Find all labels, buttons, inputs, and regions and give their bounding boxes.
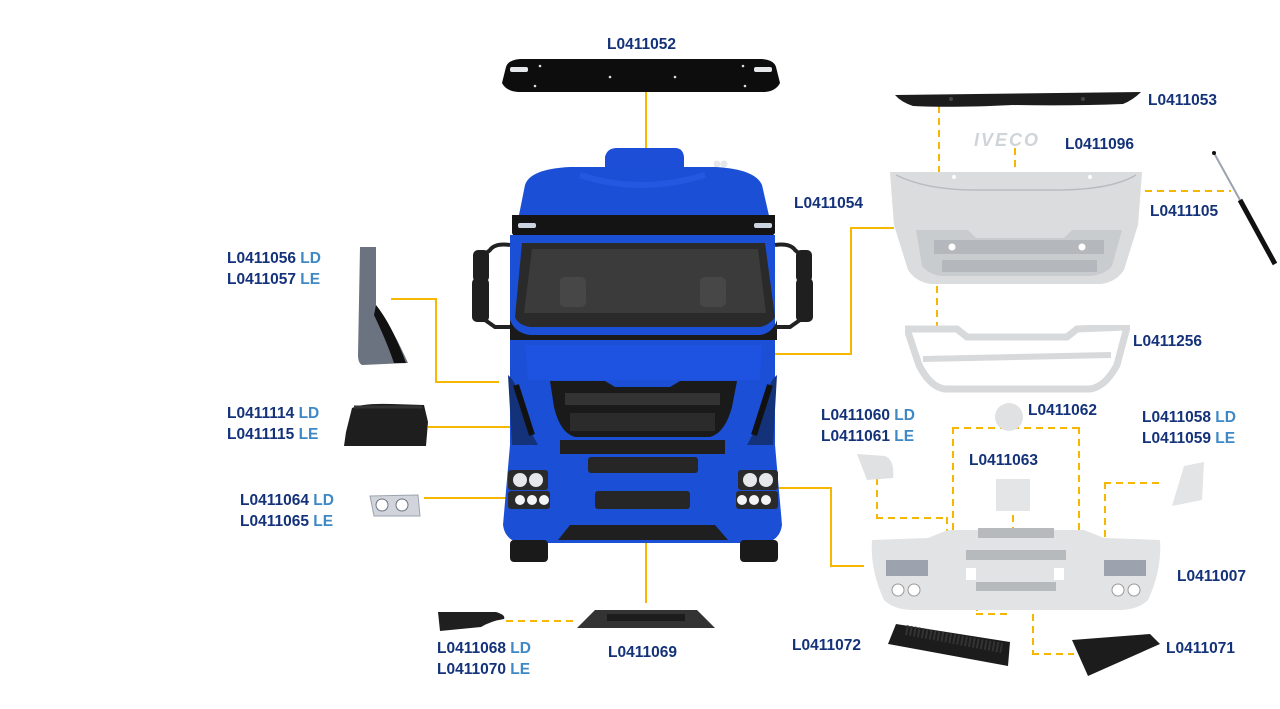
dashed-line-cap-round-right bbox=[1078, 427, 1080, 583]
part-code: L0411071 bbox=[1166, 640, 1235, 657]
leader-line-headlamp bbox=[424, 497, 512, 499]
label-front-panel: L0411054 bbox=[794, 193, 863, 214]
label-hood-top-trim: L0411053 bbox=[1148, 90, 1217, 111]
side-suffix: LD bbox=[1215, 409, 1236, 426]
side-suffix: LE bbox=[300, 271, 321, 288]
part-code: L0411064 bbox=[240, 492, 309, 509]
part-code: L0411061 bbox=[821, 428, 890, 445]
bumper-end-cap-part bbox=[1170, 460, 1206, 508]
label-tow-hook-cap-round: L0411062 bbox=[1028, 400, 1097, 421]
part-code: L0411096 bbox=[1065, 136, 1134, 153]
tow-hook-cap-round-part bbox=[992, 402, 1026, 436]
label-step-plate-side: L0411071 bbox=[1166, 638, 1235, 659]
bumper-side-cover-part bbox=[855, 452, 897, 482]
leader-line-spoiler bbox=[645, 541, 647, 603]
dashed-line-top-trim bbox=[938, 106, 940, 174]
label-gas-strut: L0411105 bbox=[1150, 201, 1218, 222]
leader-line-front-panel-h2 bbox=[850, 227, 894, 229]
label-bumper-corner-lower: L0411068 LD L0411070 LE bbox=[437, 638, 531, 680]
leader-line-front-panel bbox=[716, 353, 852, 355]
side-suffix: LD bbox=[313, 492, 334, 509]
bumper-corner-lower-part bbox=[436, 609, 508, 633]
part-code: L0411060 bbox=[821, 407, 890, 424]
grille-frame-part bbox=[905, 325, 1130, 393]
sun-visor-part bbox=[500, 55, 782, 97]
leader-line-deflector-v bbox=[435, 298, 437, 382]
dashed-line-cap-round-left bbox=[952, 427, 954, 583]
label-sun-visor: L0411052 bbox=[607, 34, 676, 55]
label-headlamp-frame: L0411064 LD L0411065 LE bbox=[240, 490, 334, 532]
side-suffix: LD bbox=[894, 407, 915, 424]
label-bumper-side-cover: L0411060 LD L0411061 LE bbox=[821, 405, 915, 447]
leader-line-front-panel-v bbox=[850, 227, 852, 355]
side-suffix: LE bbox=[313, 513, 334, 530]
leader-line-step-cover bbox=[428, 426, 524, 428]
iveco-emblem-text: IVECO bbox=[974, 130, 1041, 150]
hood-top-trim-part bbox=[893, 90, 1143, 110]
leader-line-bumper-h2 bbox=[830, 565, 864, 567]
bumper-spoiler-part bbox=[575, 606, 717, 632]
part-code: L0411114 bbox=[227, 405, 295, 422]
part-code: L0411057 bbox=[227, 271, 296, 288]
truck-front-illustration bbox=[470, 145, 815, 565]
headlamp-frame-part bbox=[368, 494, 422, 518]
part-code: L0411056 bbox=[227, 250, 296, 267]
dashed-line-side-cover-h bbox=[876, 517, 948, 519]
corner-deflector-part bbox=[356, 245, 412, 369]
side-suffix: LD bbox=[510, 640, 531, 657]
part-code: L0411069 bbox=[608, 644, 677, 661]
label-bumper-spoiler: L0411069 bbox=[608, 642, 677, 663]
part-code: L0411054 bbox=[794, 195, 863, 212]
dashed-line-step-side-v bbox=[1032, 578, 1034, 654]
part-code: L0411052 bbox=[607, 36, 676, 53]
label-step-plate-center: L0411072 bbox=[792, 635, 861, 656]
dashed-line-step-side-h bbox=[1032, 653, 1074, 655]
part-code: L0411072 bbox=[792, 637, 861, 654]
gas-strut-part bbox=[1210, 150, 1280, 268]
part-code: L0411063 bbox=[969, 452, 1038, 469]
part-code: L0411070 bbox=[437, 661, 506, 678]
side-suffix: LE bbox=[298, 426, 319, 443]
part-code: L0411062 bbox=[1028, 402, 1097, 419]
dashed-line-end-cap-h bbox=[1104, 482, 1160, 484]
label-front-bumper: L0411007 bbox=[1177, 566, 1246, 587]
leader-line-bumper-v bbox=[830, 487, 832, 567]
side-suffix: LD bbox=[298, 405, 320, 422]
label-bumper-end-cap: L0411058 LD L0411059 LE bbox=[1142, 407, 1236, 449]
dashed-line-grille-frame bbox=[936, 262, 938, 328]
iveco-emblem-part: IVECO bbox=[974, 130, 1058, 150]
part-code: L0411256 bbox=[1133, 333, 1202, 350]
part-code: L0411068 bbox=[437, 640, 506, 657]
part-code: L0411053 bbox=[1148, 92, 1217, 109]
front-bumper-part bbox=[868, 520, 1164, 612]
part-code: L0411007 bbox=[1177, 568, 1246, 585]
side-suffix: LD bbox=[300, 250, 321, 267]
side-suffix: LE bbox=[894, 428, 915, 445]
label-corner-deflector: L0411056 LD L0411057 LE bbox=[227, 248, 321, 290]
side-suffix: LE bbox=[510, 661, 531, 678]
front-panel-part bbox=[886, 170, 1146, 290]
tow-hook-cap-square-part bbox=[995, 478, 1031, 512]
dashed-line-step-center-h bbox=[976, 613, 1008, 615]
label-grille-frame: L0411256 bbox=[1133, 331, 1202, 352]
step-cover-part bbox=[342, 402, 430, 450]
part-code: L0411058 bbox=[1142, 409, 1211, 426]
leader-line-deflector-h1 bbox=[391, 298, 437, 300]
side-suffix: LE bbox=[1215, 430, 1236, 447]
label-iveco-emblem: L0411096 bbox=[1065, 134, 1134, 155]
dashed-line-side-cover bbox=[876, 478, 878, 518]
leader-line-deflector-h2 bbox=[435, 381, 499, 383]
part-code: L0411065 bbox=[240, 513, 309, 530]
dashed-line-corner-spoiler bbox=[506, 620, 576, 622]
part-code: L0411059 bbox=[1142, 430, 1211, 447]
step-plate-center-part bbox=[886, 622, 1012, 668]
dashed-line-gas-strut bbox=[1133, 190, 1231, 192]
part-code: L0411105 bbox=[1150, 203, 1219, 220]
step-plate-side-part bbox=[1070, 632, 1162, 678]
dashed-line-end-cap-v bbox=[1104, 482, 1106, 558]
part-code: L0411115 bbox=[227, 426, 295, 443]
label-step-cover: L0411114 LD L0411115 LE bbox=[227, 403, 319, 445]
label-tow-hook-cap-square: L0411063 bbox=[969, 450, 1038, 471]
